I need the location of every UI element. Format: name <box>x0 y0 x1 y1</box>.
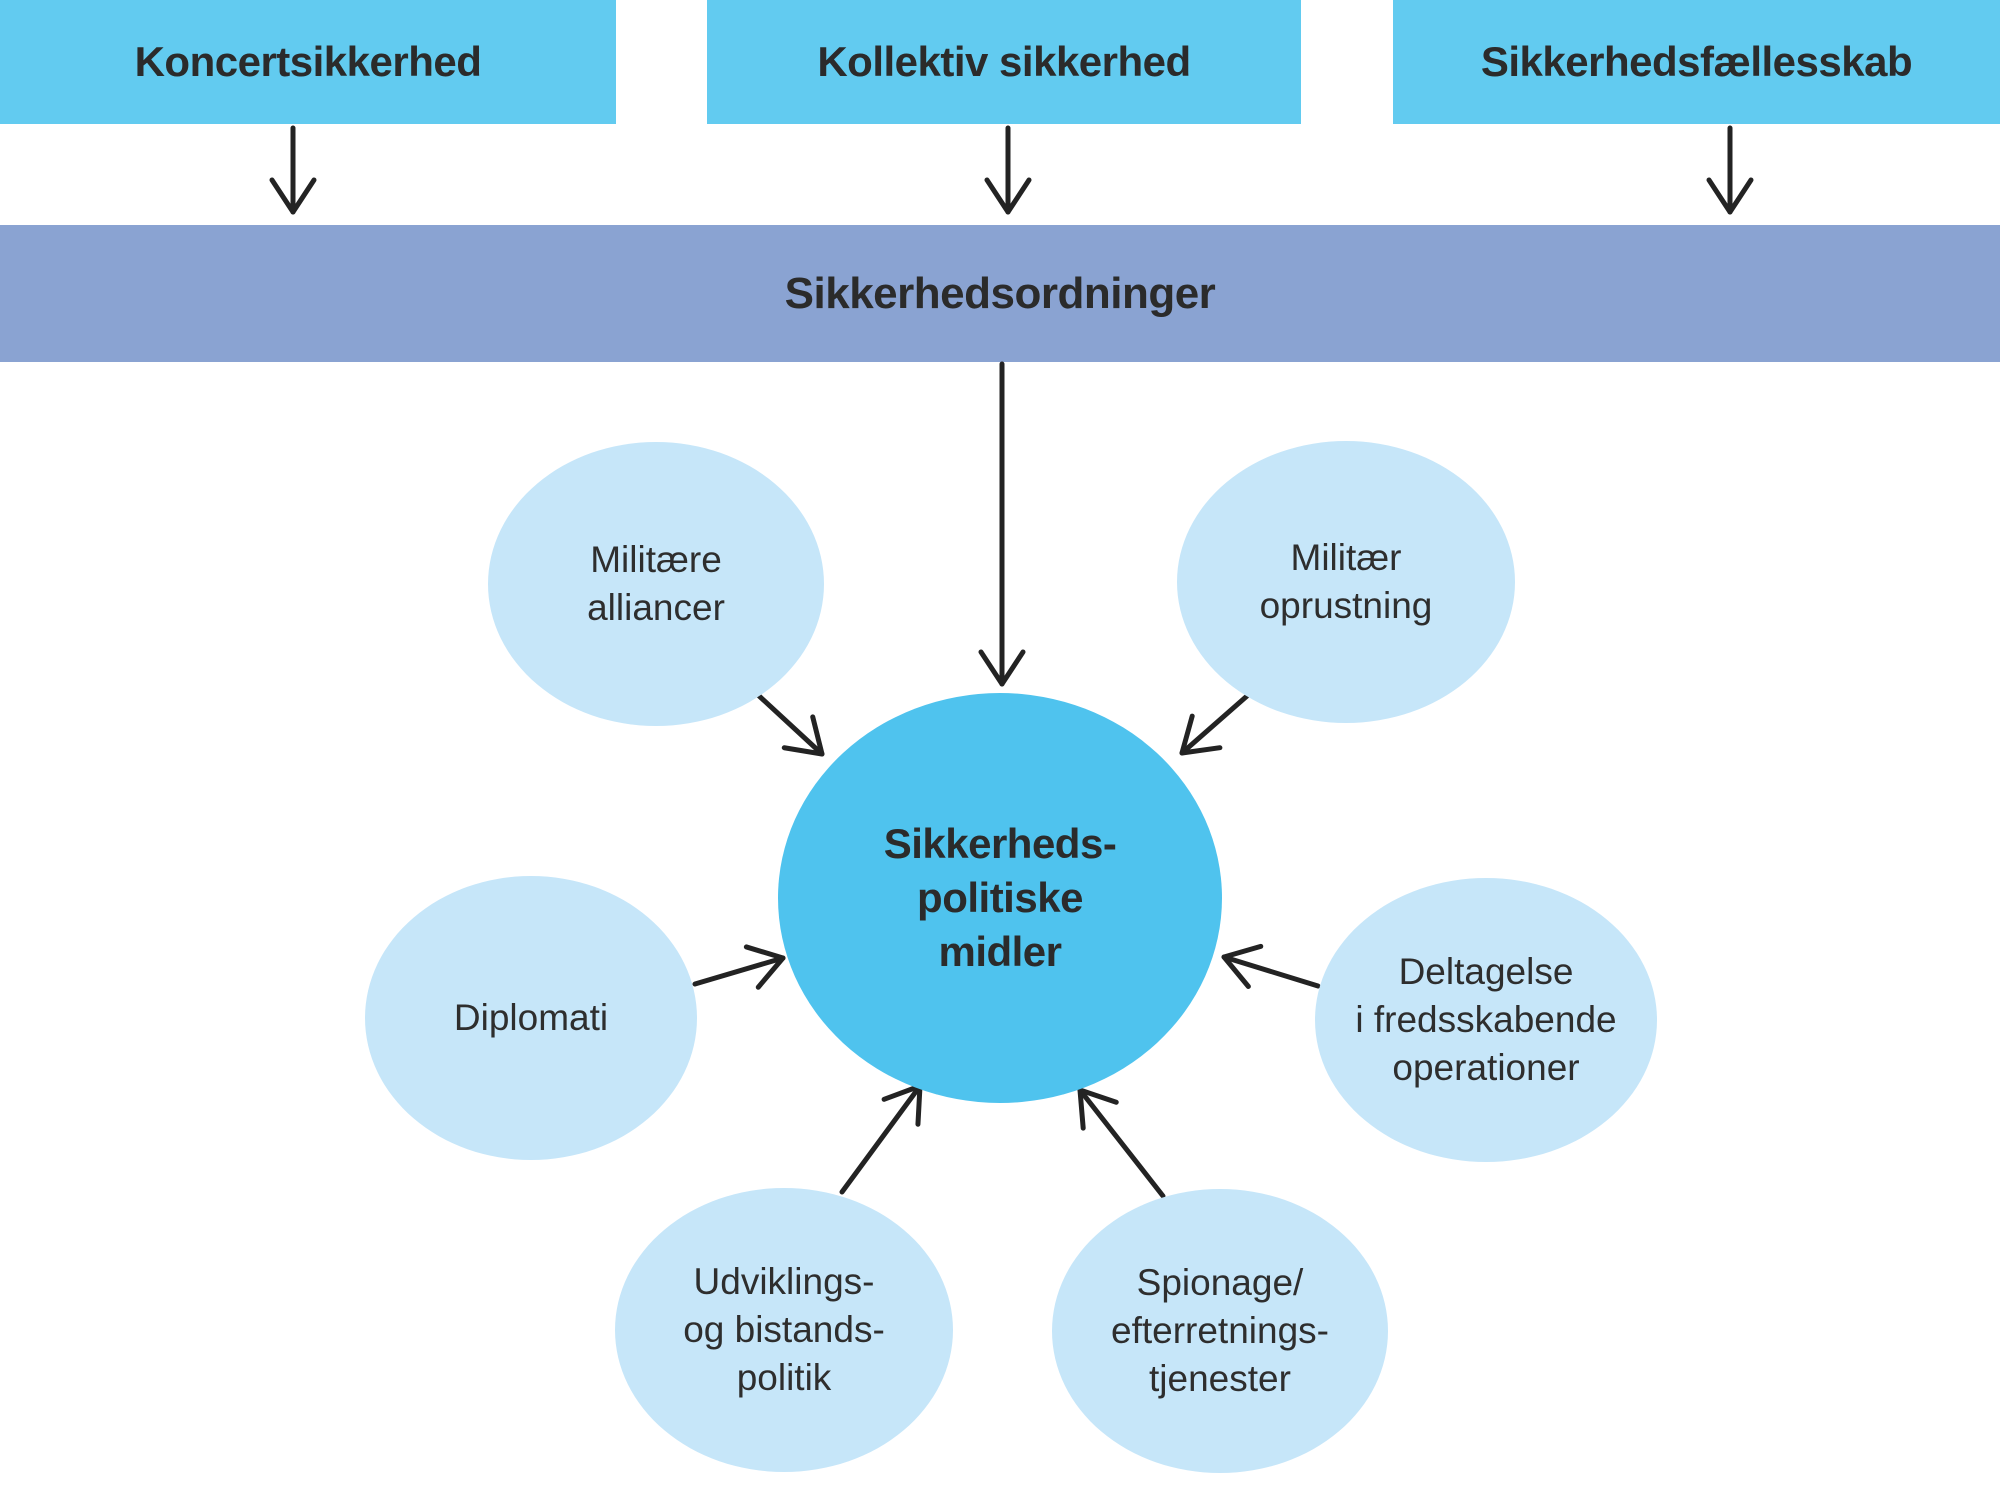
ellipse-label-line: tjenester <box>1149 1358 1291 1399</box>
ellipse-label-line: Diplomati <box>453 997 609 1038</box>
ellipse-label-line: politik <box>736 1357 832 1398</box>
ellipse-label-line: Militære <box>590 539 722 580</box>
arrow-deltagelse-to-center <box>1221 943 1321 990</box>
ellipse-militaer-oprustning: Militær oprustning <box>1177 441 1515 723</box>
ellipse-label-line: Deltagelse <box>1398 951 1574 992</box>
ellipse-militaere-alliancer: Militære alliancer <box>488 442 824 726</box>
ellipse-label-line: Spionage/ <box>1136 1262 1304 1303</box>
ellipse-label-line: alliancer <box>587 587 725 628</box>
box-kollektiv-sikkerhed: Kollektiv sikkerhed <box>707 0 1301 124</box>
center-circle-line: Sikkerheds- <box>883 820 1117 867</box>
arrow-alliancer-to-center <box>754 691 825 757</box>
arrow-diplomati-to-center <box>692 944 786 990</box>
box-koncertsikkerhed: Koncertsikkerhed <box>0 0 616 124</box>
bar-sikkerhedsordninger: Sikkerhedsordninger <box>0 225 2000 362</box>
box-koncertsikkerhed-label: Koncertsikkerhed <box>134 38 482 85</box>
center-circle-line: politiske <box>917 874 1083 921</box>
ellipse-label-line: oprustning <box>1259 585 1433 626</box>
arrow-oprustning-to-center <box>1179 693 1250 756</box>
box-kollektiv-sikkerhed-label: Kollektiv sikkerhed <box>817 38 1191 85</box>
ellipse-spionage-efterretning: Spionage/ efterretnings- tjenester <box>1052 1189 1388 1473</box>
ellipse-label-line: operationer <box>1392 1047 1580 1088</box>
center-circle-line: midler <box>938 928 1062 975</box>
center-circle-sikkerhedspolitiske-midler: Sikkerheds- politiske midler <box>778 693 1222 1103</box>
box-sikkerhedsfaellesskab: Sikkerhedsfællesskab <box>1393 0 2000 124</box>
ellipse-deltagelse-fredsskabende: Deltagelse i fredsskabende operationer <box>1315 878 1657 1162</box>
arrow-udviklings-to-center <box>839 1083 923 1195</box>
ellipse-udviklings-bistandspolitik: Udviklings- og bistands- politik <box>615 1188 953 1472</box>
ellipse-label-line: i fredsskabende <box>1355 999 1617 1040</box>
ellipse-label-line: Udviklings- <box>693 1261 875 1302</box>
ellipse-label-line: og bistands- <box>683 1309 885 1350</box>
ellipse-label-line: efterretnings- <box>1111 1310 1329 1351</box>
ellipse-label-line: Militær <box>1290 537 1402 578</box>
arrow-spionage-to-center <box>1077 1087 1166 1199</box>
ellipse-diplomati: Diplomati <box>365 876 697 1160</box>
box-sikkerhedsfaellesskab-label: Sikkerhedsfællesskab <box>1480 38 1913 85</box>
bar-sikkerhedsordninger-label: Sikkerhedsordninger <box>784 268 1216 318</box>
